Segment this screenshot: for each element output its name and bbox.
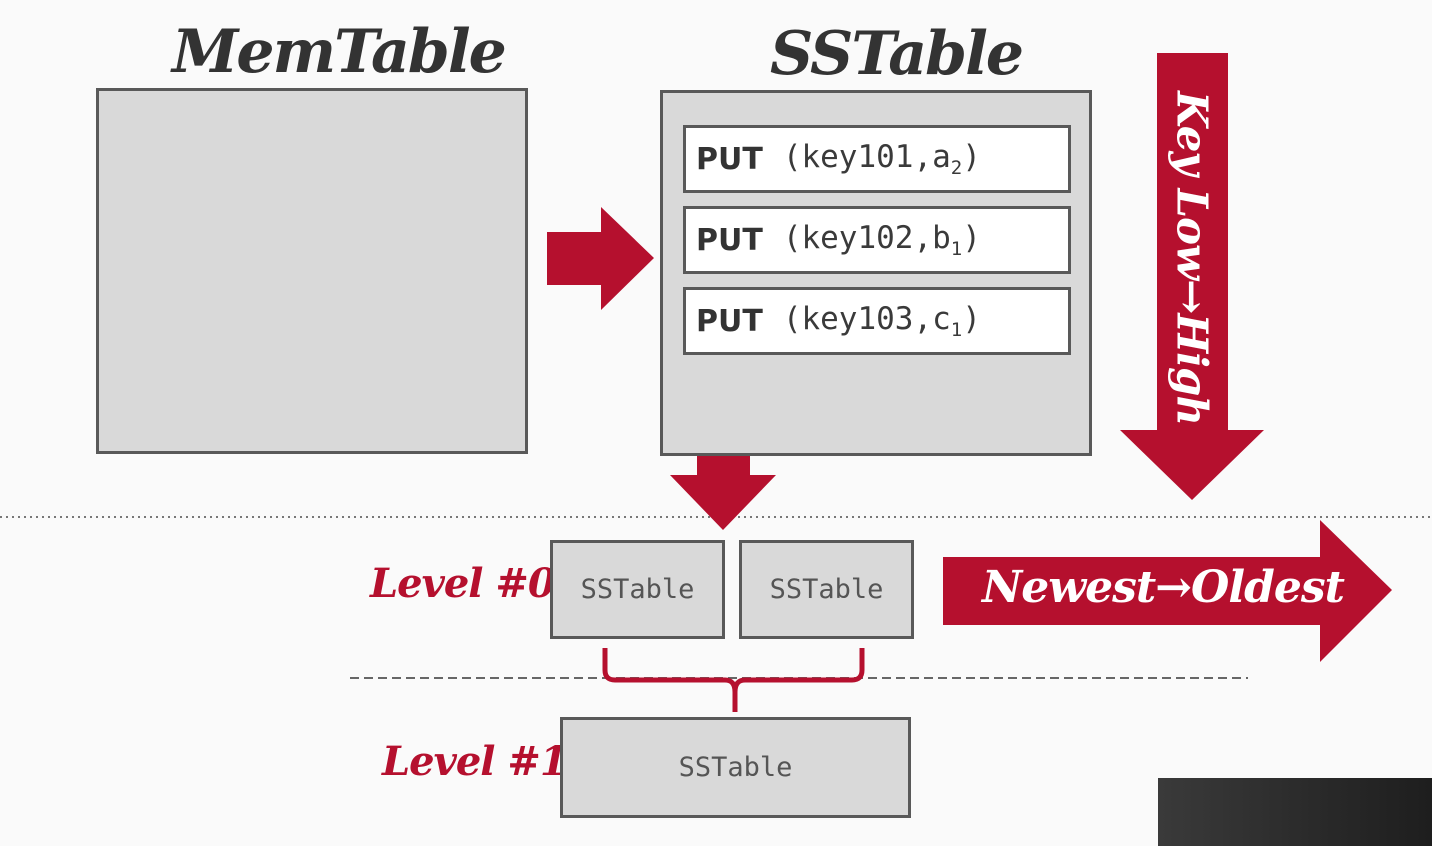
put-entry: PUT (key101,a2): [683, 125, 1071, 193]
age-order-arrow: [943, 520, 1392, 662]
put-keyword: PUT: [696, 141, 763, 177]
put-args: (key102,b1): [782, 219, 981, 261]
sstable-label: SSTable: [678, 752, 793, 783]
level-1-sstable: SSTable: [560, 717, 911, 818]
put-entry: PUT (key103,c1): [683, 287, 1071, 355]
put-entry: PUT (key102,b1): [683, 206, 1071, 274]
put-keyword: PUT: [696, 303, 763, 339]
key-order-arrow: [1120, 53, 1264, 500]
merge-bracket: [602, 648, 865, 712]
video-thumbnail: [1158, 778, 1432, 846]
flush-arrow: [547, 207, 654, 310]
level-0-sstable: SSTable: [739, 540, 914, 639]
level-0-label: Level #0: [370, 560, 556, 607]
memtable-title: MemTable: [172, 17, 507, 87]
put-args: (key101,a2): [782, 138, 981, 180]
put-args: (key103,c1): [782, 300, 981, 342]
memtable-box: [96, 88, 528, 454]
sstable-box: PUT (key101,a2) PUT (key102,b1) PUT (key…: [660, 90, 1092, 456]
sstable-title: SSTable: [770, 19, 1024, 89]
age-order-label: Newest→Oldest: [982, 562, 1345, 613]
key-order-label: Key Low→High: [1167, 91, 1217, 425]
sstable-label: SSTable: [769, 574, 884, 605]
level-1-label: Level #1: [382, 738, 568, 785]
sstable-label: SSTable: [580, 574, 695, 605]
level-0-sstable: SSTable: [550, 540, 725, 639]
put-keyword: PUT: [696, 222, 763, 258]
